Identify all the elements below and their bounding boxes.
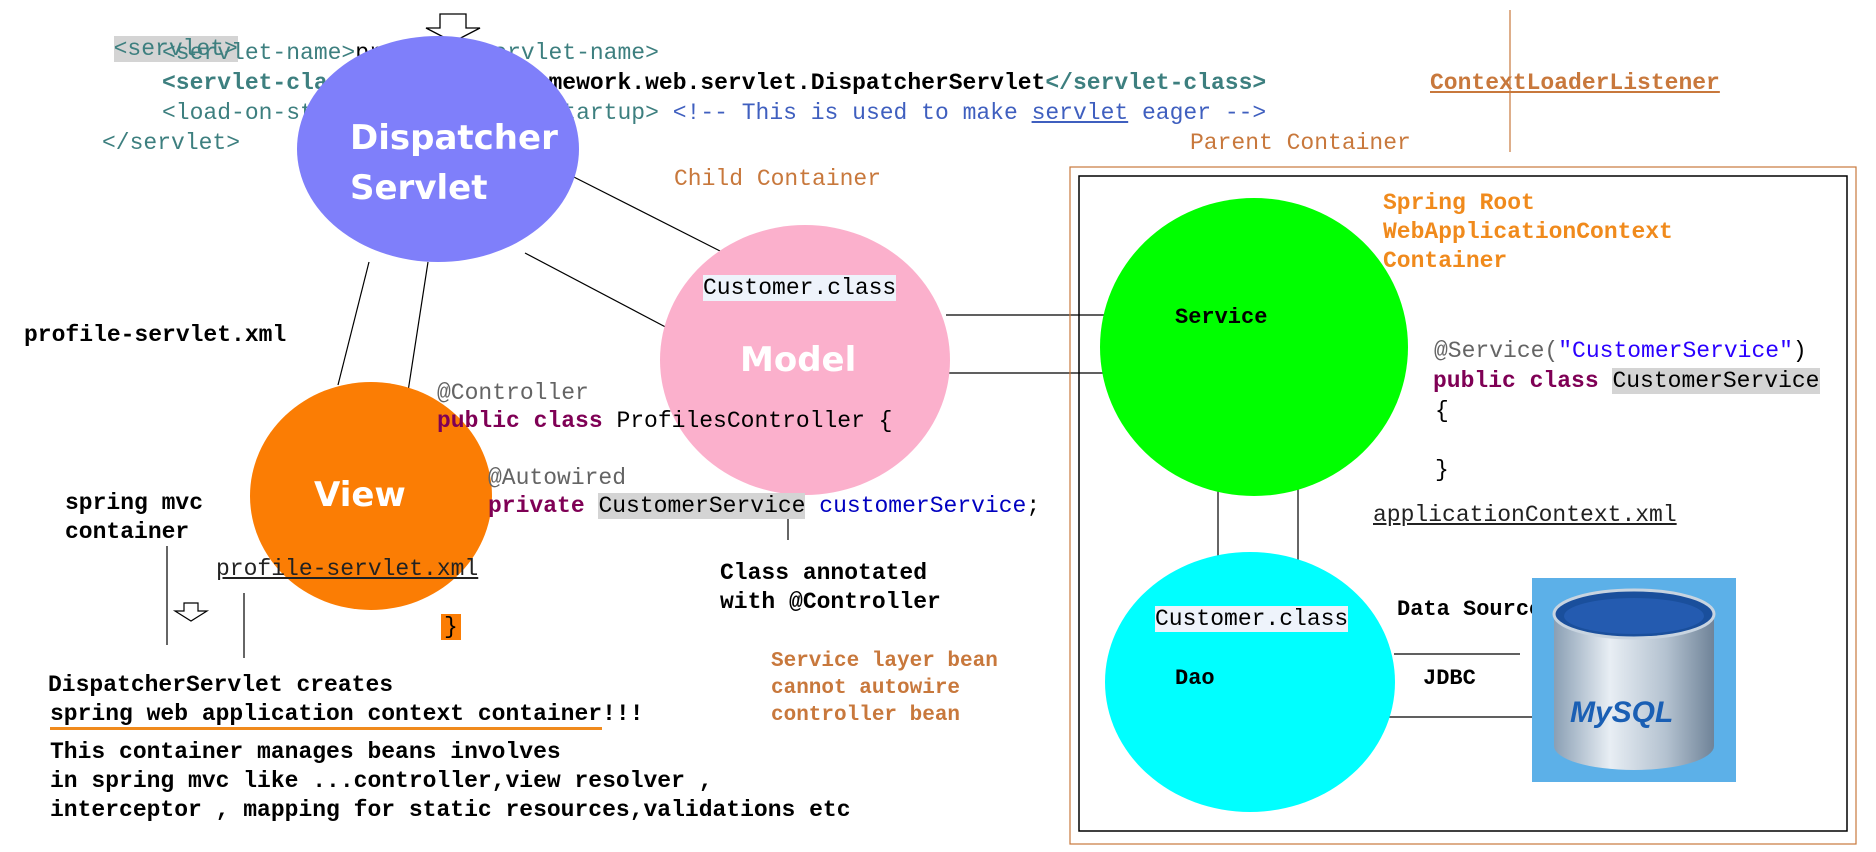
autowired-annotation: @Autowired (488, 465, 627, 491)
dispatcher-model-line-1 (559, 169, 723, 253)
application-context-xml: applicationContext.xml (1373, 502, 1677, 528)
mysql-database-icon: MySQL (1532, 578, 1736, 782)
model-circle (660, 225, 950, 495)
xml-servlet-close: </servlet> (102, 130, 240, 156)
servlet-open-tag: <servlet> (113, 36, 238, 62)
dispatcher-view-line-2 (406, 261, 429, 399)
servlet-name-open: <servlet-name> (162, 40, 356, 66)
comment-start: <!-- This is used to make (672, 100, 1032, 126)
service-annotation: @Service( (1434, 338, 1559, 364)
dispatcher-view-line-1 (337, 261, 370, 386)
service-note-line2: cannot autowire (771, 677, 961, 700)
root-ctx-line1: Spring Root (1383, 190, 1535, 216)
controller-annotation: @Controller (437, 380, 589, 406)
model-customer-class: Customer.class (703, 275, 897, 301)
container-manages-1: This container manages beans involves (50, 739, 561, 765)
parent-container-label: Parent Container (1190, 130, 1411, 156)
spring-web-ctx-line: spring web application context container… (50, 701, 644, 730)
spring-mvc-line2: container (65, 519, 190, 545)
container-manages-2: in spring mvc like ...controller,view re… (50, 768, 713, 794)
service-note-line1: Service layer bean (771, 650, 998, 673)
root-container-frame (1078, 175, 1848, 832)
parent-container-frame (1069, 166, 1857, 845)
comment-link: servlet (1031, 100, 1129, 126)
field-type: CustomerService (598, 493, 806, 519)
mysql-logo-text: MySQL (1570, 696, 1674, 729)
container-manages-3: interceptor , mapping for static resourc… (50, 797, 851, 823)
controller-name: ProfilesController { (602, 408, 893, 434)
service-close-brace: } (1435, 457, 1449, 483)
view-circle (250, 382, 492, 610)
dispatcher-creates: DispatcherServlet creates (48, 672, 394, 698)
autowired-field-line: private CustomerService customerService; (488, 493, 1040, 519)
model-label: Model (740, 340, 857, 380)
down-arrow-icon (425, 13, 481, 43)
servlet-label: Servlet (350, 168, 488, 208)
data-source-label: Data Source (1397, 597, 1543, 622)
servlet-class-close: </servlet-class> (1045, 70, 1267, 96)
service-kw: public class (1433, 368, 1599, 394)
view-label: View (314, 475, 406, 515)
service-annotation-line: @Service("CustomerService") (1434, 338, 1807, 364)
dao-customer-class: Customer.class (1155, 606, 1349, 632)
spring-mvc-line1: spring mvc (65, 490, 204, 516)
class-annotated-line1: Class annotated (720, 560, 928, 586)
small-down-arrow-icon (172, 602, 210, 622)
dispatcher-label: Dispatcher (350, 118, 558, 158)
servlet-close-tag: </servlet> (102, 130, 241, 156)
service-class-name: CustomerService (1612, 368, 1820, 394)
dispatcher-servlet-circle (297, 36, 579, 262)
service-string: "CustomerService" (1558, 338, 1793, 364)
dao-circle (1105, 552, 1395, 812)
context-loader-listener: ContextLoaderListener (1430, 70, 1720, 96)
field-semicolon: ; (1026, 493, 1041, 519)
dispatcher-model-line-2 (524, 252, 676, 333)
xml-servlet-open: <servlet> (86, 10, 238, 62)
service-label: Service (1175, 305, 1268, 330)
controller-class-line: public class ProfilesController { (437, 408, 893, 434)
service-circle (1100, 198, 1408, 496)
service-class-line: public class CustomerService (1433, 368, 1820, 394)
controller-kw: public class (437, 408, 603, 434)
root-ctx-line2: WebApplicationContext (1383, 219, 1673, 245)
root-ctx-line3: Container (1383, 248, 1508, 274)
controller-close-brace: } (441, 614, 461, 640)
class-annotated-line2: with @Controller (720, 589, 941, 615)
database-cylinder-icon (1552, 588, 1716, 770)
jdbc-label: JDBC (1423, 666, 1476, 691)
comment-end: eager --> (1128, 100, 1267, 126)
exclaim: !!! (602, 701, 644, 727)
view-profile-servlet-xml: profile-servlet.xml (216, 556, 479, 582)
private-kw: private (488, 493, 585, 519)
service-paren: ) (1792, 338, 1807, 364)
profile-servlet-xml-title: profile-servlet.xml (24, 322, 287, 348)
service-open-brace: { (1435, 398, 1449, 424)
dao-label: Dao (1175, 666, 1215, 691)
field-name: customerService (819, 493, 1027, 519)
service-note-line3: controller bean (771, 704, 961, 727)
child-container-label: Child Container (674, 166, 882, 192)
spring-web-ctx: spring web application context container (50, 701, 603, 730)
